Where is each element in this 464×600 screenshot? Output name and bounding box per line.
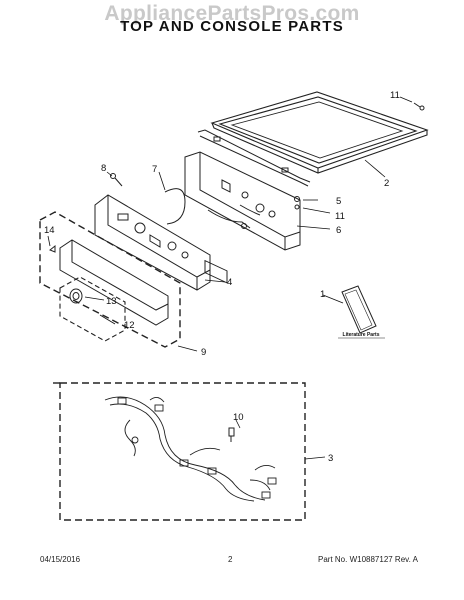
screw-8: [110, 173, 123, 187]
callout-3: 3: [328, 453, 333, 464]
callout-13: 13: [106, 296, 117, 307]
knob: [69, 288, 83, 304]
screw-10: [228, 427, 235, 442]
bezel: [49, 239, 169, 326]
screw-5: [294, 196, 300, 210]
callout-9: 9: [201, 347, 206, 358]
callout-7: 7: [152, 164, 157, 175]
console-rail: [197, 129, 311, 187]
footer-part-number: Part No. W10887127 Rev. A: [318, 555, 418, 564]
callout-1: 1: [320, 289, 325, 300]
literature-part: [338, 285, 385, 339]
footer-page: 2: [228, 555, 233, 564]
watermark: AppliancePartsPros.com: [104, 2, 360, 25]
callout-8: 8: [101, 163, 106, 174]
console-back-panel: [184, 151, 301, 284]
leader-lines: [47, 96, 413, 460]
top-panel: [210, 91, 429, 174]
page-title: TOP AND CONSOLE PARTS: [120, 18, 344, 35]
console-front: [94, 194, 211, 291]
callout-14: 14: [44, 225, 55, 236]
ui-assembly-group: [39, 211, 181, 348]
callout-11: 11: [390, 90, 400, 101]
callout-4: 4: [227, 277, 232, 288]
callout-2: 2: [384, 178, 389, 189]
screw-11-top: [413, 102, 425, 111]
wire-harness: [104, 396, 277, 502]
callout-10: 10: [233, 412, 244, 423]
callout-5: 5: [336, 196, 341, 207]
callout-6: 6: [336, 225, 341, 236]
callout-11: 11: [335, 211, 345, 222]
callout-12: 12: [124, 320, 135, 331]
literature-label: Literature Parts: [343, 332, 380, 338]
console-wire: [164, 188, 251, 229]
harness-group: [50, 382, 306, 521]
knob-group: [59, 276, 126, 342]
footer-date: 04/15/2016: [40, 555, 81, 564]
